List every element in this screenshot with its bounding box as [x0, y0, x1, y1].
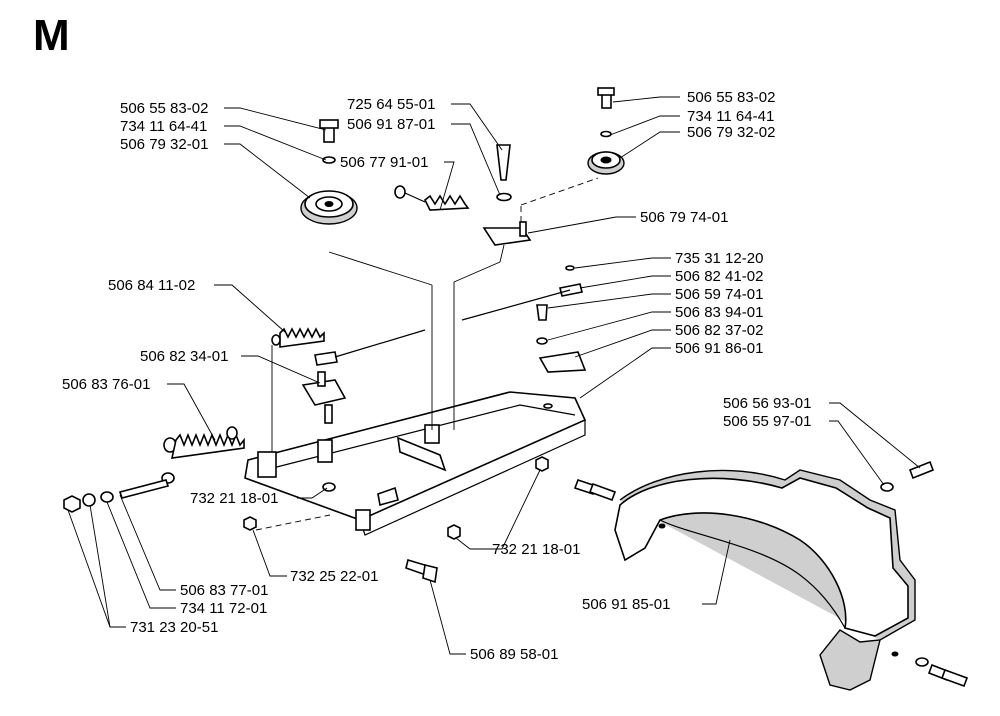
part-label: 506 55 97-01 — [723, 413, 811, 430]
part-label: 506 77 91-01 — [340, 154, 428, 171]
part-label: 506 91 85-01 — [582, 596, 670, 613]
left-spring-linkage — [271, 327, 426, 492]
part-label: 506 82 37-02 — [675, 322, 763, 339]
part-label: 506 83 76-01 — [62, 376, 150, 393]
front-bumper — [573, 460, 969, 691]
right-pulley-assembly — [587, 87, 625, 175]
idler-arm-assembly — [394, 144, 599, 246]
part-label: 735 31 12-20 — [675, 250, 763, 267]
part-label: 506 59 74-01 — [675, 286, 763, 303]
part-label: 506 83 94-01 — [675, 304, 763, 321]
part-label: 732 21 18-01 — [492, 541, 580, 558]
part-label: 734 11 72-01 — [180, 600, 267, 617]
part-label: 731 23 20-51 — [130, 619, 218, 636]
part-label: 506 79 32-02 — [687, 124, 775, 141]
part-label: 734 11 64-41 — [120, 118, 207, 135]
tension-spring-assembly — [63, 426, 245, 513]
part-label: 734 11 64-41 — [687, 108, 774, 125]
part-label: 506 82 34-01 — [140, 348, 228, 365]
part-label: 506 91 86-01 — [675, 340, 763, 357]
part-labels: 506 55 83-02 734 11 64-41 506 79 32-01 7… — [62, 89, 811, 663]
right-bracket-assembly — [461, 265, 587, 373]
belt-guides — [271, 244, 505, 452]
part-label: 506 55 83-02 — [687, 89, 775, 106]
lower-fasteners — [243, 456, 549, 584]
part-label: 506 79 74-01 — [640, 209, 728, 226]
part-label: 506 56 93-01 — [723, 395, 811, 412]
part-label: 725 64 55-01 — [347, 96, 435, 113]
part-label: 506 84 11-02 — [108, 277, 195, 294]
part-label: 732 25 22-01 — [290, 568, 378, 585]
leader-lines — [67, 96, 921, 655]
left-pulley-assembly — [300, 119, 358, 225]
main-frame — [244, 391, 587, 536]
part-label: 732 21 18-01 — [190, 490, 278, 507]
part-label: 506 83 77-01 — [180, 582, 268, 599]
part-label: 506 55 83-02 — [120, 100, 208, 117]
part-label: 506 89 58-01 — [470, 646, 558, 663]
part-label: 506 82 41-02 — [675, 268, 763, 285]
section-letter: M — [33, 11, 70, 60]
part-label: 506 79 32-01 — [120, 136, 208, 153]
part-label: 506 91 87-01 — [347, 116, 435, 133]
